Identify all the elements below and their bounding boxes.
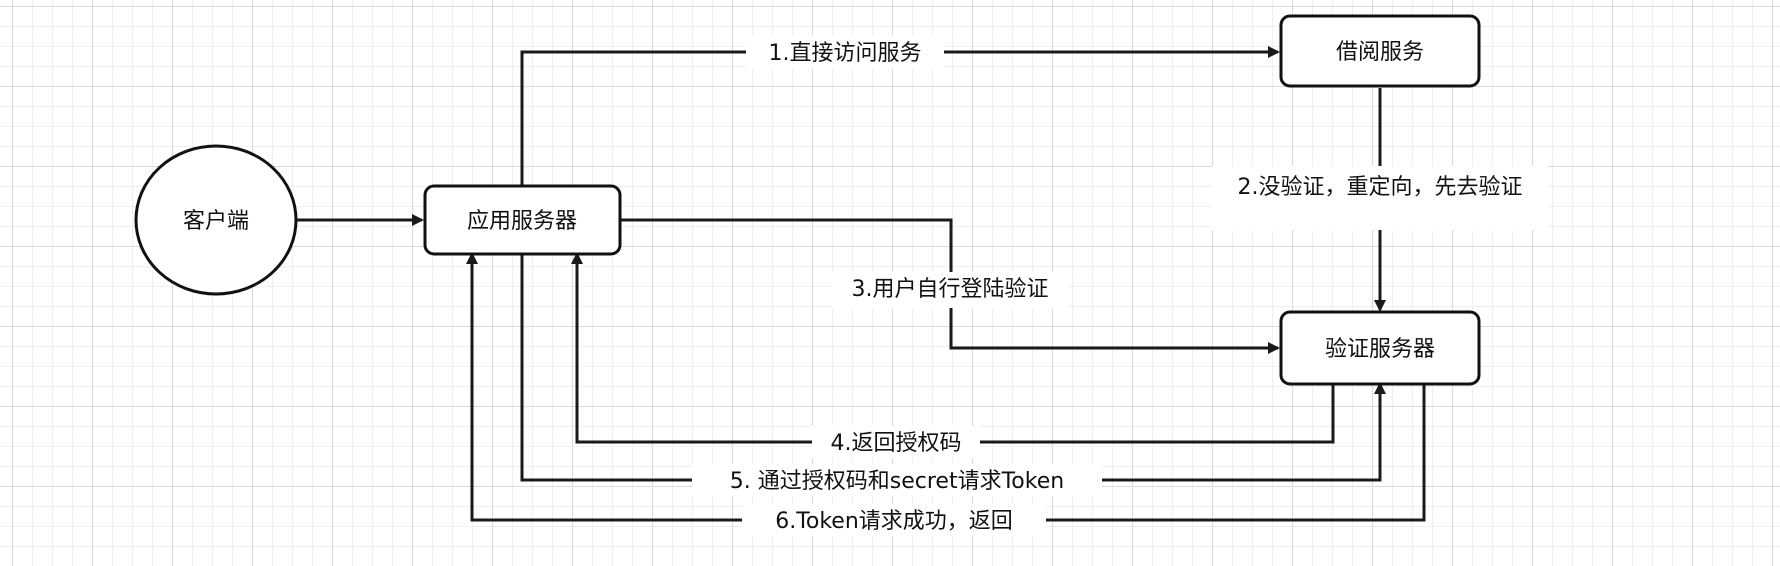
node-app-server-label: 应用服务器: [467, 209, 577, 234]
edge-3-label: 3.用户自行登陆验证: [852, 277, 1049, 302]
edge-6-label: 6.Token请求成功，返回: [775, 509, 1013, 534]
edge-1-direct-access: [520, 46, 1280, 186]
node-auth-server: 验证服务器: [1279, 310, 1481, 386]
edge-1-label: 1.直接访问服务: [769, 41, 922, 66]
edge-4-label: 4.返回授权码: [831, 431, 962, 456]
node-app-server: 应用服务器: [423, 184, 622, 256]
edge-5-label: 5. 通过授权码和secret请求Token: [730, 469, 1064, 494]
node-borrow-service: 借阅服务: [1279, 14, 1481, 88]
node-auth-server-label: 验证服务器: [1325, 337, 1435, 362]
node-client: 客户端: [134, 144, 298, 296]
node-client-label: 客户端: [183, 209, 249, 234]
node-borrow-service-label: 借阅服务: [1336, 40, 1424, 65]
edge-2-label: 2.没验证，重定向，先去验证: [1238, 175, 1523, 200]
